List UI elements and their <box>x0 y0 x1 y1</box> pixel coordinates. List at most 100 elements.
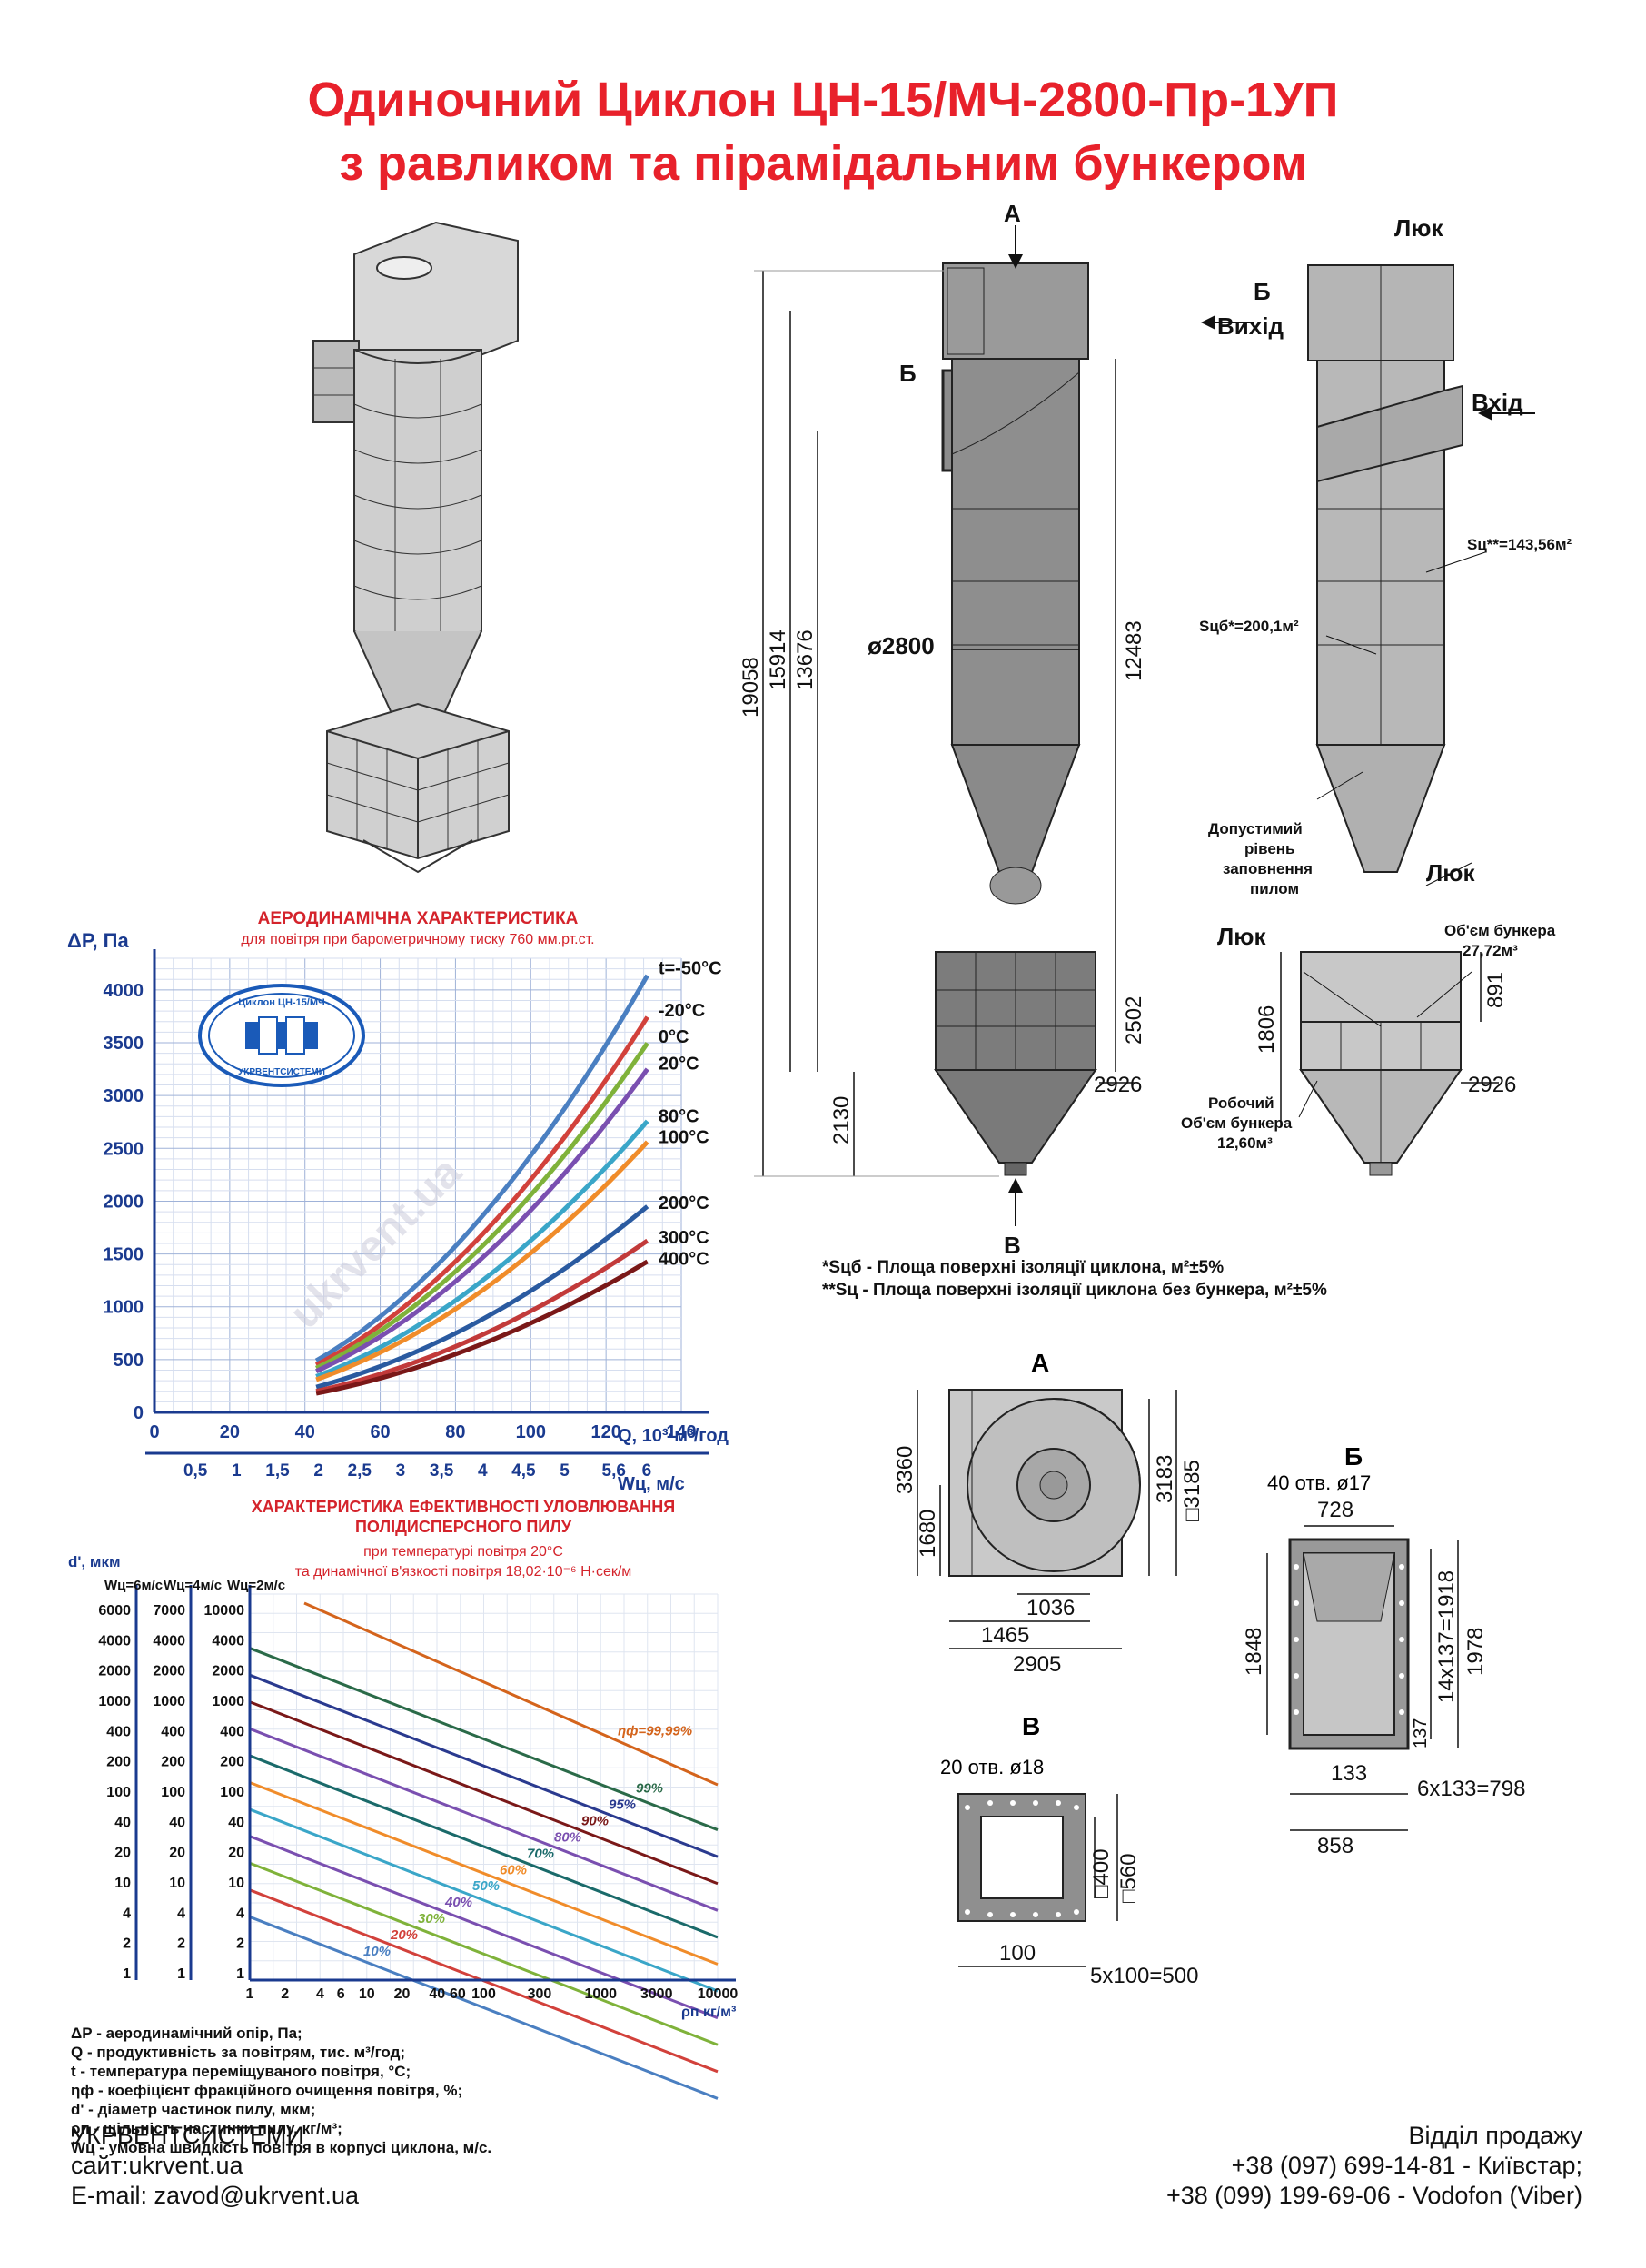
aero-x-tick: 60 <box>370 1422 390 1442</box>
hatch-bunker-label: Люк <box>1217 923 1266 950</box>
aero-subtitle: для повітря при барометричному тиску 760… <box>241 932 594 947</box>
work-vol-2: Об'єм бункера <box>1181 1114 1293 1132</box>
eff-xlabel: ρп кг/м³ <box>681 2005 736 2020</box>
dim-12483: 12483 <box>1122 620 1146 681</box>
eff-series-label: 10% <box>363 1944 391 1959</box>
eff-y-tick: 4000 <box>212 1633 244 1649</box>
fill-level-1: Допустимий <box>1208 820 1303 837</box>
footer-phone-2[interactable]: +38 (099) 199-69-06 - Vodofon (Viber) <box>1165 2182 1582 2209</box>
legend-item: ρп - щільність частинки пилу, кг/м³; <box>71 2120 342 2137</box>
eff-subtitle: ПОЛІДИСПЕРСНОГО ПИЛУ <box>355 1518 572 1536</box>
eff-x-tick: 2 <box>281 1986 289 2002</box>
eff-series-line <box>249 1781 719 1966</box>
aero-series-label: 0°С <box>659 1027 689 1047</box>
eff-y-tick: 4 <box>123 1906 131 1921</box>
dim-858: 858 <box>1317 1834 1353 1858</box>
aero-x-tick: 100 <box>516 1422 546 1442</box>
eff-y-tick: 1 <box>123 1966 131 1982</box>
label-b: Б <box>899 360 917 387</box>
eff-series-label: 50% <box>472 1878 500 1894</box>
eff-y-tick: 10 <box>169 1876 185 1891</box>
aero-series-label: 400°С <box>659 1249 709 1269</box>
fill-level-4: пилом <box>1250 880 1299 897</box>
eff-series-line <box>249 1700 719 1886</box>
eff-series-label: 80% <box>554 1829 581 1845</box>
aero-w-tick: 3 <box>396 1461 406 1481</box>
eff-x-tick: 10000 <box>698 1986 739 2002</box>
eff-x-tick: 1000 <box>584 1986 617 2002</box>
aero-y-tick: 0 <box>134 1403 144 1423</box>
aero-x-tick: 120 <box>590 1422 620 1442</box>
eff-x-tick: 6 <box>337 1986 345 2002</box>
eff-cond-1: при температурі повітря 20°С <box>363 1544 563 1560</box>
title-line-2: з равликом та пірамідальним бункером <box>339 136 1307 191</box>
eff-y-tick: 2 <box>177 1936 185 1952</box>
aero-y-tick: 3000 <box>104 1086 144 1106</box>
footer-email[interactable]: E-mail: zavod@ukrvent.ua <box>71 2182 360 2209</box>
footer-site[interactable]: сайт:ukrvent.ua <box>71 2152 243 2179</box>
eff-series-label: 70% <box>527 1846 554 1861</box>
label-a: А <box>1004 200 1021 227</box>
eff-series-line <box>249 1754 719 1939</box>
aero-series-label: 80°С <box>659 1106 699 1126</box>
eff-y-axis-label: Wц=6м/с <box>104 1578 163 1593</box>
eff-x-tick: 4 <box>316 1986 324 2002</box>
eff-y-tick: 100 <box>161 1785 185 1800</box>
aero-wlabel: Wц, м/с <box>618 1474 685 1494</box>
eff-y-tick: 7000 <box>153 1603 185 1619</box>
aero-x-tick: 140 <box>666 1422 696 1442</box>
dim-1465: 1465 <box>981 1623 1029 1648</box>
aero-w-tick: 4,5 <box>511 1461 536 1481</box>
eff-y-tick: 2 <box>123 1936 131 1952</box>
eff-y-tick: 2 <box>236 1936 244 1952</box>
efficiency-chart: ХАРАКТЕРИСТИКА ЕФЕКТИВНОСТІ УЛОВЛЮВАННЯ … <box>68 1498 739 2100</box>
aero-w-tick: 2,5 <box>348 1461 372 1481</box>
logo-text-bottom: УКРВЕНТСИСТЕМИ <box>238 1067 325 1077</box>
aero-w-tick: 0,5 <box>183 1461 208 1481</box>
aero-series-line <box>315 1140 649 1382</box>
aero-series-line <box>314 1041 649 1371</box>
eff-y-tick: 400 <box>220 1724 244 1739</box>
side-label-b: Б <box>1254 278 1271 305</box>
eff-y-tick: 20 <box>169 1846 185 1861</box>
footer-phone-1[interactable]: +38 (097) 699-14-81 - Київстар; <box>1231 2152 1582 2179</box>
eff-series-label: 90% <box>581 1813 609 1828</box>
eff-y-tick: 20 <box>114 1846 131 1861</box>
aero-w-tick: 2 <box>313 1461 323 1481</box>
eff-x-tick: 10 <box>359 1986 375 2002</box>
eff-y-tick: 100 <box>106 1785 131 1800</box>
dim-100: 100 <box>999 1941 1036 1966</box>
dim-2905: 2905 <box>1013 1652 1061 1677</box>
aero-series-label: 300°С <box>659 1228 709 1248</box>
dim-2926-side: 2926 <box>1468 1073 1516 1097</box>
eff-ylabel: d', мкм <box>68 1553 121 1570</box>
eff-y-tick: 2000 <box>153 1664 185 1679</box>
side-view-drawing: Люк Б Вихід Вхід Люк Люк Sц**=143,56м² S… <box>1181 214 1572 1176</box>
aero-series-line <box>315 1067 649 1373</box>
eff-y-tick: 200 <box>106 1755 131 1770</box>
dim-6x133: 6x133=798 <box>1417 1777 1525 1801</box>
eff-series-label: 40% <box>444 1895 472 1910</box>
aero-w-tick: 4 <box>478 1461 488 1481</box>
aero-series-line <box>315 1204 649 1390</box>
detail-v-holes: 20 отв. ø18 <box>940 1756 1044 1778</box>
eff-series-line <box>249 1835 719 2020</box>
inlet-label: Вхід <box>1472 389 1523 416</box>
eff-x-tick: 3000 <box>640 1986 673 2002</box>
aero-y-tick: 500 <box>114 1351 144 1371</box>
eff-series-label: 60% <box>500 1862 527 1877</box>
eff-y-tick: 1 <box>177 1966 185 1982</box>
dim-15914: 15914 <box>766 629 790 690</box>
eff-series-line <box>249 1673 719 1858</box>
eff-y-tick: 1000 <box>98 1694 131 1709</box>
eff-y-tick: 40 <box>114 1815 131 1830</box>
eff-series-line <box>249 1647 719 1831</box>
footer-right: Відділ продажу +38 (097) 699-14-81 - Киї… <box>1166 2121 1582 2211</box>
outlet-label: Вихід <box>1217 312 1284 340</box>
aero-x-tick: 0 <box>149 1422 159 1442</box>
eff-y-tick: 10 <box>228 1876 244 1891</box>
cyclone-3d-view <box>312 221 519 874</box>
eff-x-tick: 300 <box>528 1986 552 2002</box>
footer-sales: Відділ продажу <box>1408 2122 1582 2149</box>
logo-text-top: Циклон ЦН-15/МЧ <box>238 997 325 1008</box>
